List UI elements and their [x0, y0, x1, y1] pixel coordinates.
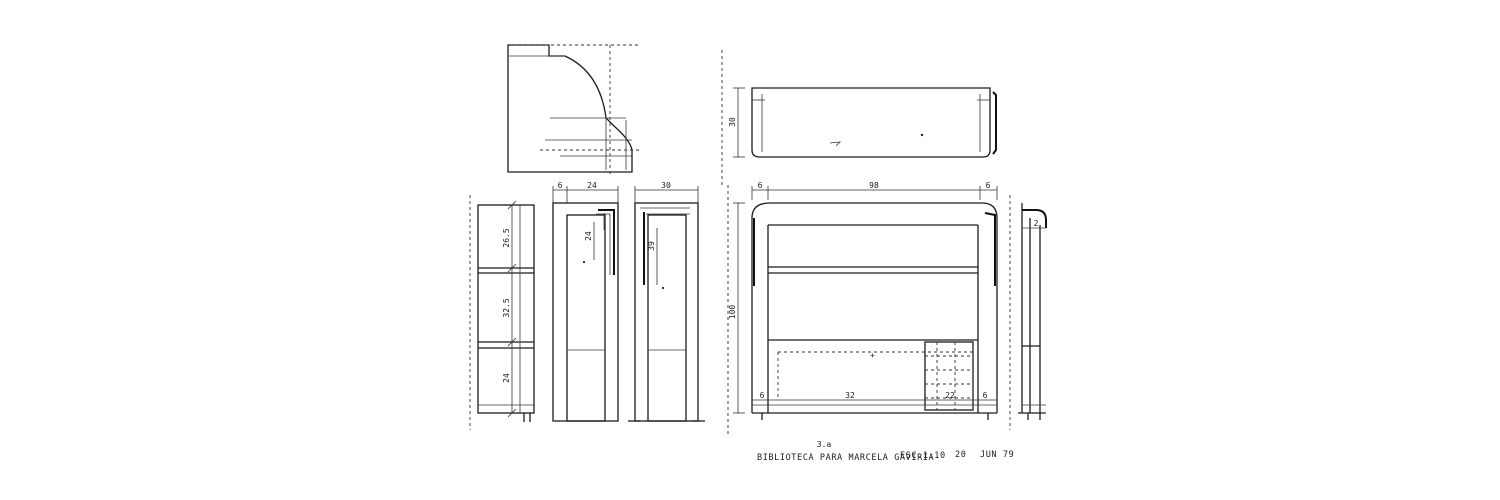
- top-plan-view: 30: [721, 50, 997, 185]
- dim-depth-label: 30: [728, 117, 737, 127]
- section-view-a: 6 24 24: [552, 181, 619, 422]
- sheet-mark: 3.a: [817, 440, 832, 449]
- dim-upper-shelf: 26.5: [502, 228, 511, 247]
- dim-base-right: 6: [983, 391, 988, 400]
- side-elevation-view: 26.5 32.5 24: [469, 195, 535, 430]
- section-view-b: 30 39: [628, 181, 705, 422]
- dim-section-a-inner: 24: [584, 231, 593, 241]
- title-block: 3.a BIBLIOTECA PARA MARCELA GAVIRIA ESC.…: [757, 440, 1014, 463]
- molding-profile-detail: [507, 44, 640, 175]
- dim-section-a-side: 6: [558, 181, 563, 190]
- dim-section-a-depth: 24: [587, 181, 597, 190]
- dim-lower-shelf: 24: [502, 373, 511, 383]
- dim-base-drawer: 22: [945, 391, 955, 400]
- center-mark: +: [870, 351, 875, 360]
- dim-section-b-inner: 39: [647, 241, 656, 251]
- dim-section-b-depth: 30: [661, 181, 671, 190]
- project-title: BIBLIOTECA PARA MARCELA GAVIRIA: [757, 453, 934, 463]
- dim-front-left-side: 6: [758, 181, 763, 190]
- dim-front-right-side: 6: [986, 181, 991, 190]
- scale-label: ESC.1:10: [900, 451, 946, 461]
- dim-middle-shelf: 32.5: [502, 298, 511, 317]
- dim-base-left: 6: [760, 391, 765, 400]
- right-side-detail: 2: [1009, 195, 1047, 430]
- dim-front-width: 98: [869, 181, 879, 190]
- dim-base-middle: 32: [845, 391, 855, 400]
- date-day: 20: [955, 450, 966, 460]
- dim-front-height: 100: [728, 305, 737, 320]
- date-label: JUN 79: [980, 450, 1014, 460]
- detail-mark: 2: [1034, 219, 1039, 228]
- front-elevation-view: 6 98 6 + 6 32 22 6: [727, 181, 998, 435]
